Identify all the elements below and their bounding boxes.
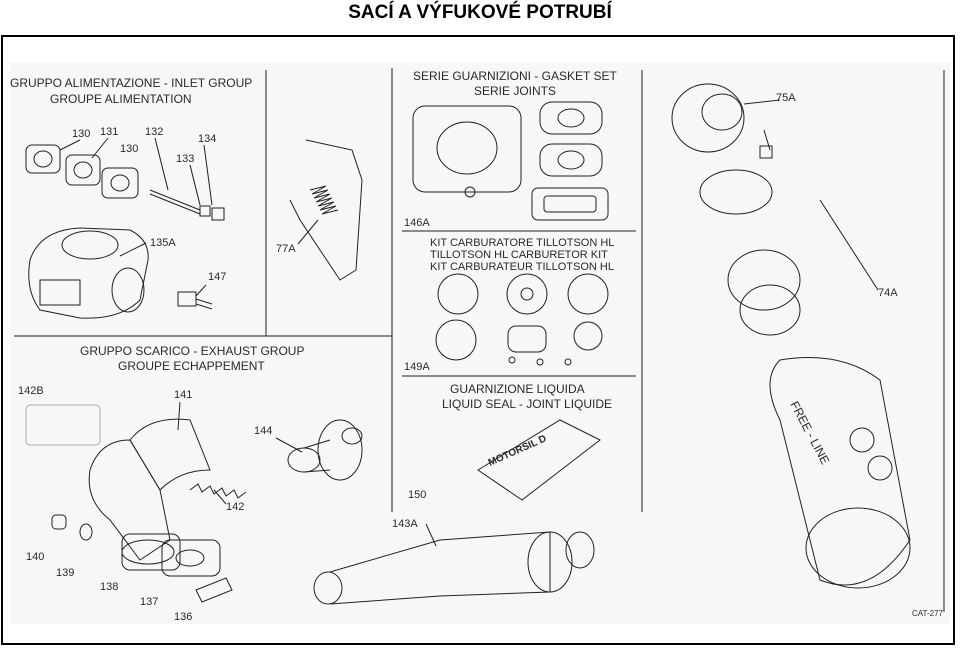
part-label: 130 bbox=[120, 143, 138, 155]
part-label: 130 bbox=[72, 128, 90, 140]
part-label: 147 bbox=[208, 271, 226, 283]
bracket-spring-drawing bbox=[289, 139, 363, 281]
gasket-heading-2: SERIE JOINTS bbox=[474, 84, 556, 98]
inlet-heading-2: GROUPE ALIMENTATION bbox=[50, 92, 192, 106]
liquid-seal-tube-drawing bbox=[477, 419, 601, 501]
inlet-heading-1: GRUPPO ALIMENTAZIONE - INLET GROUP bbox=[10, 76, 252, 90]
part-label: 144 bbox=[254, 425, 272, 437]
muffler-drawing bbox=[671, 83, 911, 589]
carb-kit-heading-1: KIT CARBURATORE TILLOTSON HL bbox=[430, 237, 614, 249]
muffler-brand: FREE - LINE bbox=[787, 399, 832, 467]
part-label: 142B bbox=[18, 385, 44, 397]
part-label: 132 bbox=[145, 126, 163, 138]
carb-kit-heading-3: KIT CARBURATEUR TILLOTSON HL bbox=[430, 261, 614, 273]
inlet-screw-drawing bbox=[177, 291, 213, 310]
page-title: SACÍ A VÝFUKOVÉ POTRUBÍ bbox=[348, 2, 612, 23]
part-label: 149A bbox=[404, 361, 430, 373]
part-label: 141 bbox=[174, 389, 192, 401]
inlet-flange-drawing bbox=[25, 144, 225, 221]
part-label: 136 bbox=[174, 611, 192, 623]
part-label: 143A bbox=[392, 518, 418, 530]
leader-lines bbox=[59, 99, 879, 547]
part-label: 138 bbox=[100, 581, 118, 593]
part-label: 150 bbox=[408, 489, 426, 501]
part-label: 137 bbox=[140, 596, 158, 608]
carburetor-drawing bbox=[28, 227, 149, 319]
part-label: 134 bbox=[198, 133, 216, 145]
part-label: 140 bbox=[26, 551, 44, 563]
carburetor-kit-drawing bbox=[435, 273, 609, 366]
seal-heading-2: LIQUID SEAL - JOINT LIQUIDE bbox=[442, 397, 612, 411]
part-label: 77A bbox=[276, 243, 296, 255]
seal-heading-1: GUARNIZIONE LIQUIDA bbox=[450, 382, 585, 396]
part-label: 75A bbox=[776, 92, 796, 104]
part-label: 139 bbox=[56, 567, 74, 579]
part-label: 74A bbox=[878, 287, 898, 299]
part-label: 131 bbox=[100, 126, 118, 138]
part-label: 142 bbox=[226, 501, 244, 513]
gasket-heading-1: SERIE GUARNIZIONI - GASKET SET bbox=[413, 69, 617, 83]
carb-kit-heading-2: TILLOTSON HL CARBURETOR KIT bbox=[430, 249, 608, 261]
exhaust-heading-2: GROUPE ECHAPPEMENT bbox=[118, 359, 265, 373]
exhaust-pipe-drawing bbox=[313, 531, 595, 605]
part-label: 135A bbox=[150, 237, 176, 249]
exhaust-coupler-drawing bbox=[287, 419, 363, 481]
product-label: MOTORSIL D bbox=[487, 433, 548, 468]
exhaust-heading-1: GRUPPO SCARICO - EXHAUST GROUP bbox=[80, 344, 304, 358]
part-label: 146A bbox=[404, 217, 430, 229]
gasket-set-drawing bbox=[412, 101, 609, 221]
exhaust-manifold-drawing bbox=[25, 404, 247, 603]
parts-sheet bbox=[10, 62, 950, 624]
part-label: 133 bbox=[176, 153, 194, 165]
catalog-code: CAT-277 bbox=[912, 609, 944, 618]
